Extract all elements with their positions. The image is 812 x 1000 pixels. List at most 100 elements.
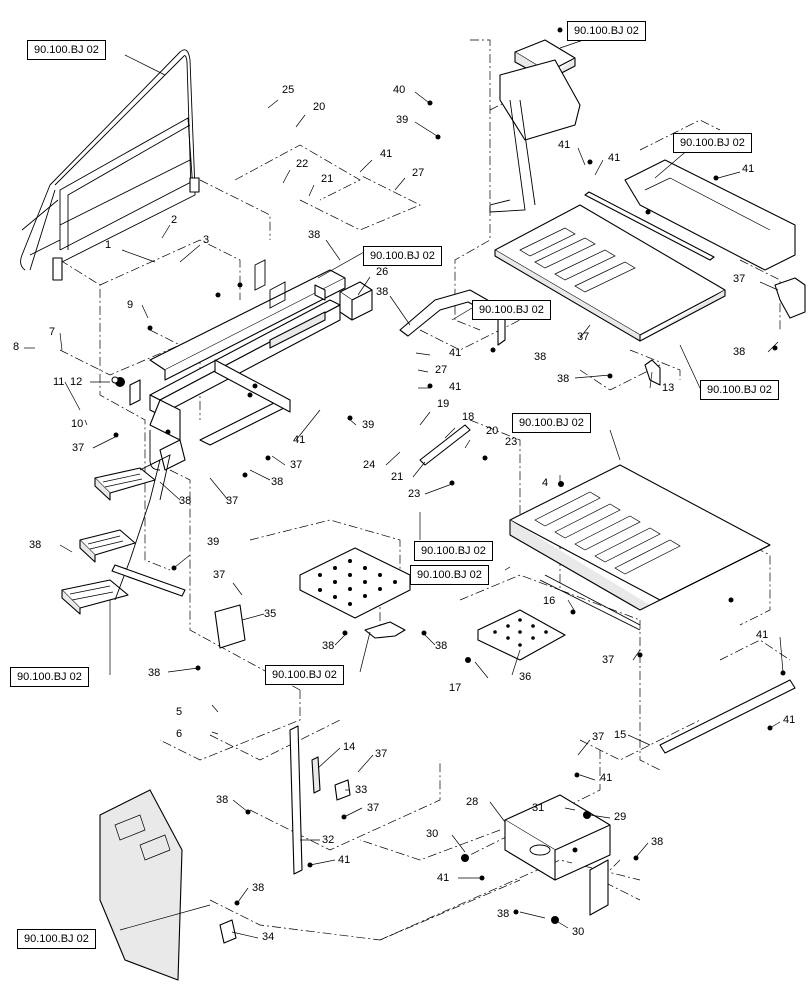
- reference-box-ladder[interactable]: 90.100.BJ 02: [10, 667, 89, 687]
- reference-box-bracket-26[interactable]: 90.100.BJ 02: [363, 246, 442, 266]
- callout-28: 28: [466, 796, 479, 808]
- reference-box-kick-plate[interactable]: 90.100.BJ 02: [673, 133, 752, 153]
- callout-2: 2: [171, 214, 178, 226]
- callout-36: 36: [519, 671, 532, 683]
- callout-18: 18: [462, 411, 475, 423]
- callout-41: 41: [742, 163, 755, 175]
- vertical-strip-32: [289, 725, 351, 875]
- callout-37: 37: [577, 331, 590, 343]
- callout-39: 39: [362, 419, 375, 431]
- callout-14: 14: [343, 741, 356, 753]
- callout-32: 32: [322, 834, 335, 846]
- reference-box-handrail[interactable]: 90.100.BJ 02: [27, 40, 106, 60]
- callout-34: 34: [262, 931, 275, 943]
- callout-38: 38: [435, 640, 448, 652]
- callout-10: 10: [71, 418, 84, 430]
- callout-38: 38: [322, 640, 335, 652]
- callout-37: 37: [367, 802, 380, 814]
- callout-41: 41: [756, 629, 769, 641]
- main-frame-assembly: [129, 259, 346, 471]
- hardware-fasteners: [111, 27, 786, 924]
- callout-8: 8: [13, 341, 20, 353]
- leader-lines: [24, 34, 784, 939]
- bracket-35: [214, 604, 246, 649]
- reference-box-top-platform[interactable]: 90.100.BJ 02: [700, 380, 779, 400]
- callout-38: 38: [216, 794, 229, 806]
- callout-38: 38: [376, 286, 389, 298]
- callout-38: 38: [271, 476, 284, 488]
- callout-31: 31: [532, 802, 545, 814]
- callout-41: 41: [293, 434, 306, 446]
- handle-18: [419, 424, 471, 466]
- callout-11: 11: [53, 376, 65, 388]
- bottom-rail-15: [659, 679, 796, 754]
- callout-23: 23: [505, 436, 518, 448]
- callout-41: 41: [558, 139, 571, 151]
- callout-20: 20: [313, 101, 326, 113]
- callout-41: 41: [449, 347, 462, 359]
- callout-9: 9: [127, 299, 134, 311]
- clip-34: [219, 919, 237, 944]
- handrail-assembly: [20, 49, 200, 281]
- callout-38: 38: [148, 667, 161, 679]
- callout-25: 25: [282, 84, 295, 96]
- callout-38: 38: [733, 346, 746, 358]
- callout-30: 30: [572, 926, 585, 938]
- callout-37: 37: [213, 569, 226, 581]
- reference-box-perforated-right[interactable]: 90.100.BJ 02: [410, 565, 489, 585]
- callout-37: 37: [602, 654, 615, 666]
- cover-panel: [99, 789, 183, 981]
- upper-step-assembly: [489, 39, 581, 213]
- callout-41: 41: [608, 152, 621, 164]
- callout-26: 26: [376, 266, 389, 278]
- callout-19: 19: [437, 398, 450, 410]
- callout-41: 41: [449, 381, 462, 393]
- callout-22: 22: [296, 158, 309, 170]
- callout-39: 39: [207, 536, 220, 548]
- callout-41: 41: [437, 872, 450, 884]
- callout-37: 37: [226, 495, 239, 507]
- main-platform: [509, 464, 771, 631]
- callout-38: 38: [29, 539, 42, 551]
- callout-21: 21: [391, 471, 404, 483]
- callout-20: 20: [486, 425, 499, 437]
- callout-37: 37: [290, 459, 303, 471]
- callout-7: 7: [49, 326, 56, 338]
- callout-27: 27: [435, 364, 448, 376]
- reference-box-perforated-left[interactable]: 90.100.BJ 02: [414, 541, 493, 561]
- callout-37: 37: [592, 731, 605, 743]
- reference-box-main-platform[interactable]: 90.100.BJ 02: [512, 413, 591, 433]
- callout-41: 41: [783, 714, 796, 726]
- reference-box-cover-panel[interactable]: 90.100.BJ 02: [17, 929, 96, 949]
- callout-21: 21: [321, 173, 334, 185]
- callout-3: 3: [203, 234, 210, 246]
- callout-38: 38: [651, 836, 664, 848]
- callout-30: 30: [426, 828, 439, 840]
- reference-box-link-bracket[interactable]: 90.100.BJ 02: [265, 665, 344, 685]
- callout-38: 38: [179, 495, 192, 507]
- reference-box-upper-step[interactable]: 90.100.BJ 02: [567, 21, 646, 41]
- callout-41: 41: [338, 854, 351, 866]
- top-platform: [494, 204, 726, 342]
- callout-29: 29: [614, 811, 627, 823]
- callout-37: 37: [375, 748, 388, 760]
- bracket-right: [774, 277, 806, 319]
- callout-33: 33: [355, 784, 368, 796]
- callout-5: 5: [176, 706, 183, 718]
- callout-38: 38: [252, 882, 265, 894]
- callout-6: 6: [176, 728, 183, 740]
- bracket-13: [644, 359, 661, 386]
- callout-39: 39: [396, 114, 409, 126]
- small-link-bracket: [364, 621, 406, 639]
- callout-38: 38: [557, 373, 570, 385]
- reference-box-grab-handle[interactable]: 90.100.BJ 02: [472, 300, 551, 320]
- callout-41: 41: [600, 772, 613, 784]
- top-rail: [584, 191, 715, 261]
- perforated-plate-right: [477, 609, 566, 661]
- callout-24: 24: [363, 459, 376, 471]
- callout-41: 41: [380, 148, 393, 160]
- callout-38: 38: [308, 229, 321, 241]
- callout-17: 17: [449, 682, 462, 694]
- callout-27: 27: [412, 167, 425, 179]
